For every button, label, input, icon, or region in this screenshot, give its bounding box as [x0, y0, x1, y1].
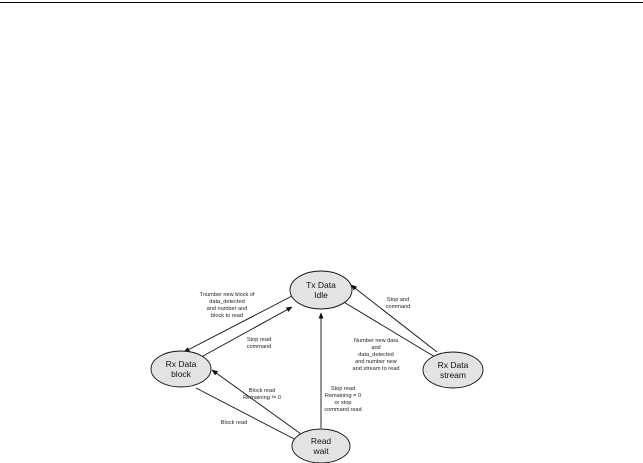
- label-block-to-idle-line-2: command: [247, 344, 272, 350]
- label-idle-to-stream-line-5: and stream to read: [353, 366, 400, 372]
- node-rx-data-stream: Rx Data stream: [422, 351, 484, 389]
- label-stream-to-idle-line-1: Stop and: [387, 297, 409, 303]
- node-rx-data-block-line1: Rx Data: [166, 359, 197, 369]
- node-tx-data-idle: Tx Data Idle: [289, 270, 353, 310]
- label-block-to-idle: Stop read command: [247, 337, 272, 350]
- label-read-to-block: Block read Remaining != 0: [243, 388, 281, 401]
- label-read-to-idle-line-2: Remaining = 0: [325, 393, 361, 399]
- label-block-to-idle-line-1: Stop read: [247, 337, 271, 343]
- label-read-to-block-line-1: Block read: [249, 388, 275, 394]
- node-rx-data-block-line2: block: [171, 369, 192, 379]
- label-stream-to-idle: Stop and command: [386, 297, 411, 310]
- edge-read-to-block: [211, 369, 302, 435]
- label-idle-to-block-line-2: data_detected: [209, 299, 244, 305]
- node-read-wait-line1: Read: [311, 436, 332, 446]
- label-read-to-idle-line-3: or stop: [334, 400, 351, 406]
- label-idle-to-stream-line-2: and: [371, 345, 380, 351]
- node-rx-data-stream-line2: stream: [440, 370, 466, 380]
- label-block-to-read-line-1: Block read: [221, 420, 247, 426]
- label-read-to-idle-line-4: command read: [324, 407, 361, 413]
- node-rx-data-block: Rx Data block: [150, 350, 212, 388]
- label-idle-to-stream-line-1: Number new data: [354, 338, 399, 344]
- edge-block-to-read: [195, 387, 301, 443]
- label-read-to-idle-line-1: Stop read: [331, 386, 355, 392]
- label-stream-to-idle-line-2: command: [386, 304, 411, 310]
- label-read-to-idle: Stop read Remaining = 0 or stop command …: [324, 386, 361, 413]
- label-idle-to-block-line-4: block to read: [211, 313, 243, 319]
- node-read-wait-line2: wait: [312, 446, 329, 456]
- label-idle-to-stream-line-3: data_detected: [358, 352, 393, 358]
- top-rule: [0, 2, 643, 3]
- edge-stream-to-idle: [350, 284, 438, 353]
- label-idle-to-block: Tnumber new block of data_detected and n…: [199, 292, 254, 319]
- label-idle-to-stream-line-4: and number new: [355, 359, 398, 365]
- node-read-wait: Read wait: [291, 428, 351, 463]
- edge-block-to-idle: [193, 306, 293, 362]
- label-block-to-read: Block read: [221, 420, 247, 426]
- label-idle-to-block-line-3: and number and: [207, 306, 248, 312]
- edge-idle-to-block: [183, 295, 293, 353]
- label-read-to-block-line-2: Remaining != 0: [243, 395, 281, 401]
- edge-idle-to-stream: [341, 300, 441, 361]
- node-tx-data-idle-line2: Idle: [314, 290, 328, 300]
- label-idle-to-stream: Number new data and data_detected and nu…: [353, 338, 400, 372]
- label-idle-to-block-line-1: Tnumber new block of: [199, 292, 254, 298]
- node-tx-data-idle-line1: Tx Data: [306, 280, 336, 290]
- node-rx-data-stream-line1: Rx Data: [438, 360, 469, 370]
